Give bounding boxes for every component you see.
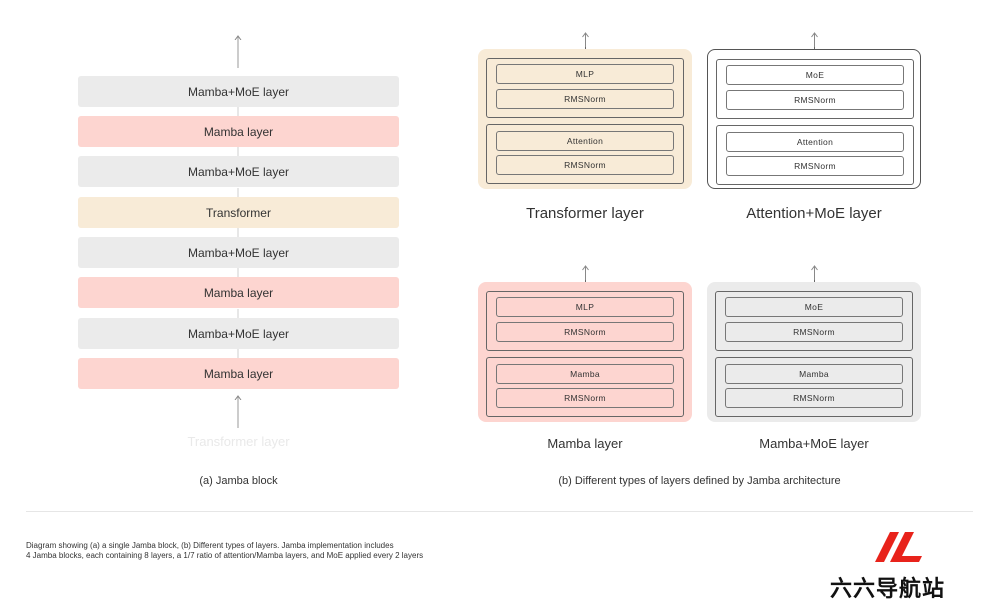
description-line-1: Diagram showing (a) a single Jamba block… bbox=[26, 541, 394, 550]
stack-layer-5: Mamba+MoE layer bbox=[78, 237, 399, 268]
stack-layer-6: Mamba layer bbox=[78, 277, 399, 308]
stack-layer-7: Mamba+MoE layer bbox=[78, 318, 399, 349]
panel-1-box-1: MLP bbox=[496, 64, 674, 84]
panel-3-box-1: MLP bbox=[496, 297, 674, 317]
panel-3-subblock-1 bbox=[486, 291, 684, 351]
panel-1-box-2: RMSNorm bbox=[496, 89, 674, 109]
logo-text: 六六导航站 bbox=[830, 576, 946, 601]
panel-2-title: Attention+MoE layer bbox=[746, 205, 882, 222]
panel-1-title: Transformer layer bbox=[526, 205, 644, 222]
panel-4-box-3: Mamba bbox=[725, 364, 903, 384]
stack-layer-4: Transformer bbox=[78, 197, 399, 228]
panel-4-subblock-2 bbox=[715, 357, 913, 417]
stack-layer-8: Mamba layer bbox=[78, 358, 399, 389]
panel-1-box-3: Attention bbox=[496, 131, 674, 151]
panel-2-box-2: RMSNorm bbox=[726, 90, 904, 110]
panel-3-box-4: RMSNorm bbox=[496, 388, 674, 408]
caption-b: (b) Different types of layers defined by… bbox=[558, 475, 841, 487]
description-line-2: 4 Jamba blocks, each containing 8 layers… bbox=[26, 551, 424, 560]
stack-layer-1: Mamba+MoE layer bbox=[78, 76, 399, 107]
panel-1-subblock-2 bbox=[486, 124, 684, 184]
panel-4-box-2: RMSNorm bbox=[725, 322, 903, 342]
panel-2-box-1: MoE bbox=[726, 65, 904, 85]
panel-3-box-2: RMSNorm bbox=[496, 322, 674, 342]
panel-3-subblock-2 bbox=[486, 357, 684, 417]
stack-layer-3: Mamba+MoE layer bbox=[78, 156, 399, 187]
divider bbox=[26, 511, 973, 512]
faded-stack-label: Transformer layer bbox=[187, 434, 290, 449]
panel-2-subblock-2 bbox=[716, 125, 914, 185]
panel-4-title: Mamba+MoE layer bbox=[759, 436, 869, 451]
caption-a: (a) Jamba block bbox=[199, 475, 278, 487]
panel-1-subblock-1 bbox=[486, 58, 684, 118]
panel-4-box-1: MoE bbox=[725, 297, 903, 317]
panel-4-box-4: RMSNorm bbox=[725, 388, 903, 408]
panel-1-box-4: RMSNorm bbox=[496, 155, 674, 175]
description: Diagram showing (a) a single Jamba block… bbox=[26, 541, 423, 561]
stack-layer-2: Mamba layer bbox=[78, 116, 399, 147]
panel-3-box-3: Mamba bbox=[496, 364, 674, 384]
panel-3-title: Mamba layer bbox=[547, 436, 623, 451]
panel-4-subblock-1 bbox=[715, 291, 913, 351]
panel-2-box-3: Attention bbox=[726, 132, 904, 152]
panel-2-subblock-1 bbox=[716, 59, 914, 119]
panel-2-box-4: RMSNorm bbox=[726, 156, 904, 176]
